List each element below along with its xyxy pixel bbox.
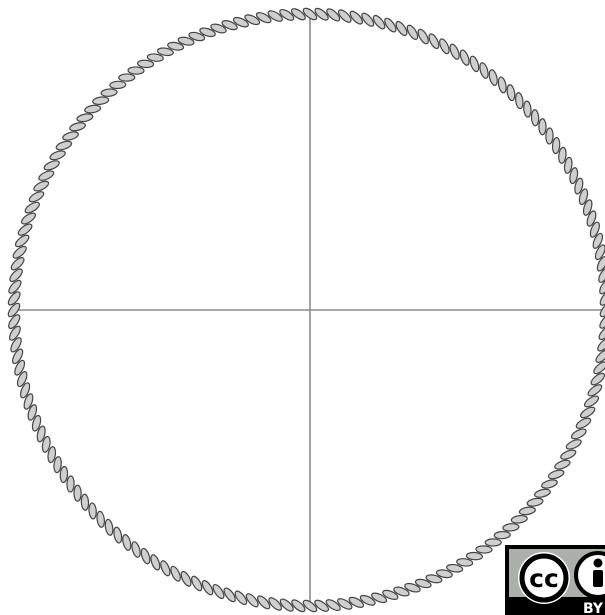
- rope-strand: [494, 531, 510, 539]
- rope-strand: [539, 119, 546, 135]
- svg-text:cc: cc: [529, 564, 559, 593]
- rope-strand: [119, 74, 135, 81]
- badge-label: BY: [583, 601, 604, 615]
- rope-strand: [128, 67, 144, 75]
- cc-by-license-badge[interactable]: cc BY: [505, 545, 605, 615]
- rope-strand: [110, 81, 126, 89]
- rope-strand: [546, 128, 554, 144]
- cc-icon: cc: [518, 552, 570, 604]
- rope-strand: [81, 494, 89, 510]
- rope-strand: [485, 539, 501, 546]
- rope-strand: [476, 546, 492, 554]
- rope-strand: [67, 476, 75, 492]
- rope-strand: [531, 110, 539, 126]
- rope-strand: [74, 485, 81, 501]
- by-person-icon: [576, 553, 605, 597]
